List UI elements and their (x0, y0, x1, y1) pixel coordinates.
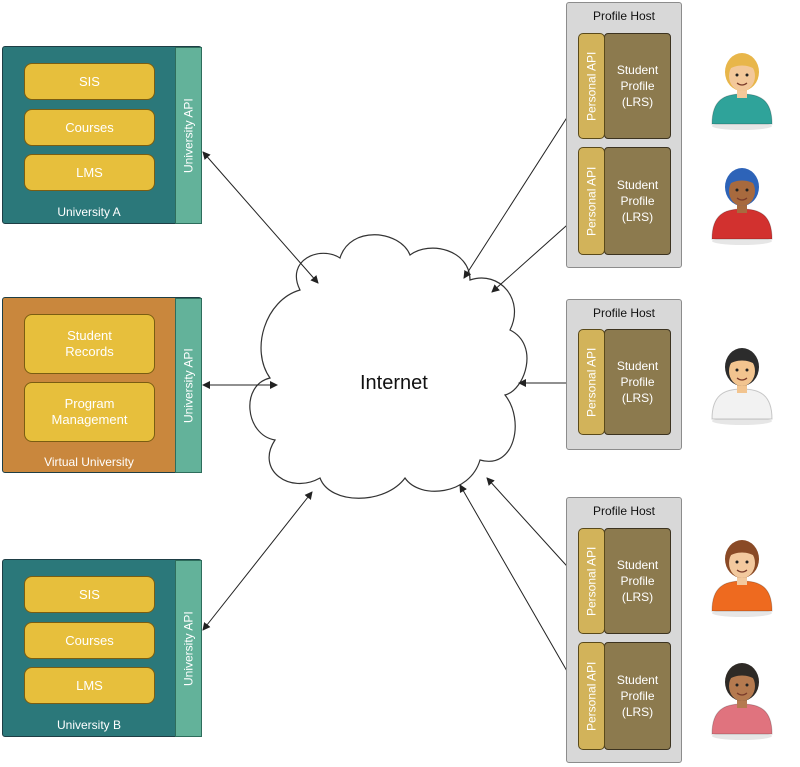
virtual-university-label: Virtual University (44, 455, 134, 469)
profile-host-title: Profile Host (592, 306, 656, 320)
system-courses: Courses (24, 622, 155, 659)
student-profile: Student Profile (LRS) (604, 329, 671, 435)
student-cap-man-icon (711, 168, 773, 245)
student-blonde-woman-icon (711, 53, 773, 130)
profile-host-3: Profile Host Student Profile (LRS) Perso… (566, 497, 682, 763)
university-b-label: University B (56, 718, 121, 732)
university-a-label: University A (57, 205, 121, 219)
system-sis: SIS (24, 63, 155, 100)
student-redhead-man-icon (711, 540, 773, 617)
profile-host-2: Profile Host Student Profile (LRS) Perso… (566, 299, 682, 450)
system-lms: LMS (24, 154, 155, 191)
link-university-a (202, 151, 319, 284)
student-profile: Student Profile (LRS) (604, 642, 671, 750)
virtual-university-box: Student Records Program Management Virtu… (2, 297, 202, 473)
link-host3-profile2 (459, 484, 576, 686)
university-a-box: SIS Courses LMS University A University … (2, 46, 202, 224)
internet-label: Internet (360, 372, 428, 394)
system-student-records: Student Records (24, 314, 155, 374)
student-dark-hair-woman-icon (711, 348, 773, 425)
system-program-management: Program Management (24, 382, 155, 442)
link-host1-profile1 (463, 104, 576, 279)
link-host1-profile2 (491, 217, 576, 293)
internet-cloud (249, 234, 528, 499)
system-lms: LMS (24, 667, 155, 704)
profile-host-title: Profile Host (592, 9, 656, 23)
profile-host-title: Profile Host (592, 504, 656, 518)
system-courses: Courses (24, 109, 155, 146)
profile-host-1: Profile Host Student Profile (LRS) Perso… (566, 2, 682, 268)
university-b-box: SIS Courses LMS University B University … (2, 559, 202, 737)
system-sis: SIS (24, 576, 155, 613)
link-university-b (202, 491, 313, 631)
student-profile: Student Profile (LRS) (604, 528, 671, 634)
student-profile: Student Profile (LRS) (604, 147, 671, 255)
student-curly-glasses-woman-icon (711, 663, 773, 740)
